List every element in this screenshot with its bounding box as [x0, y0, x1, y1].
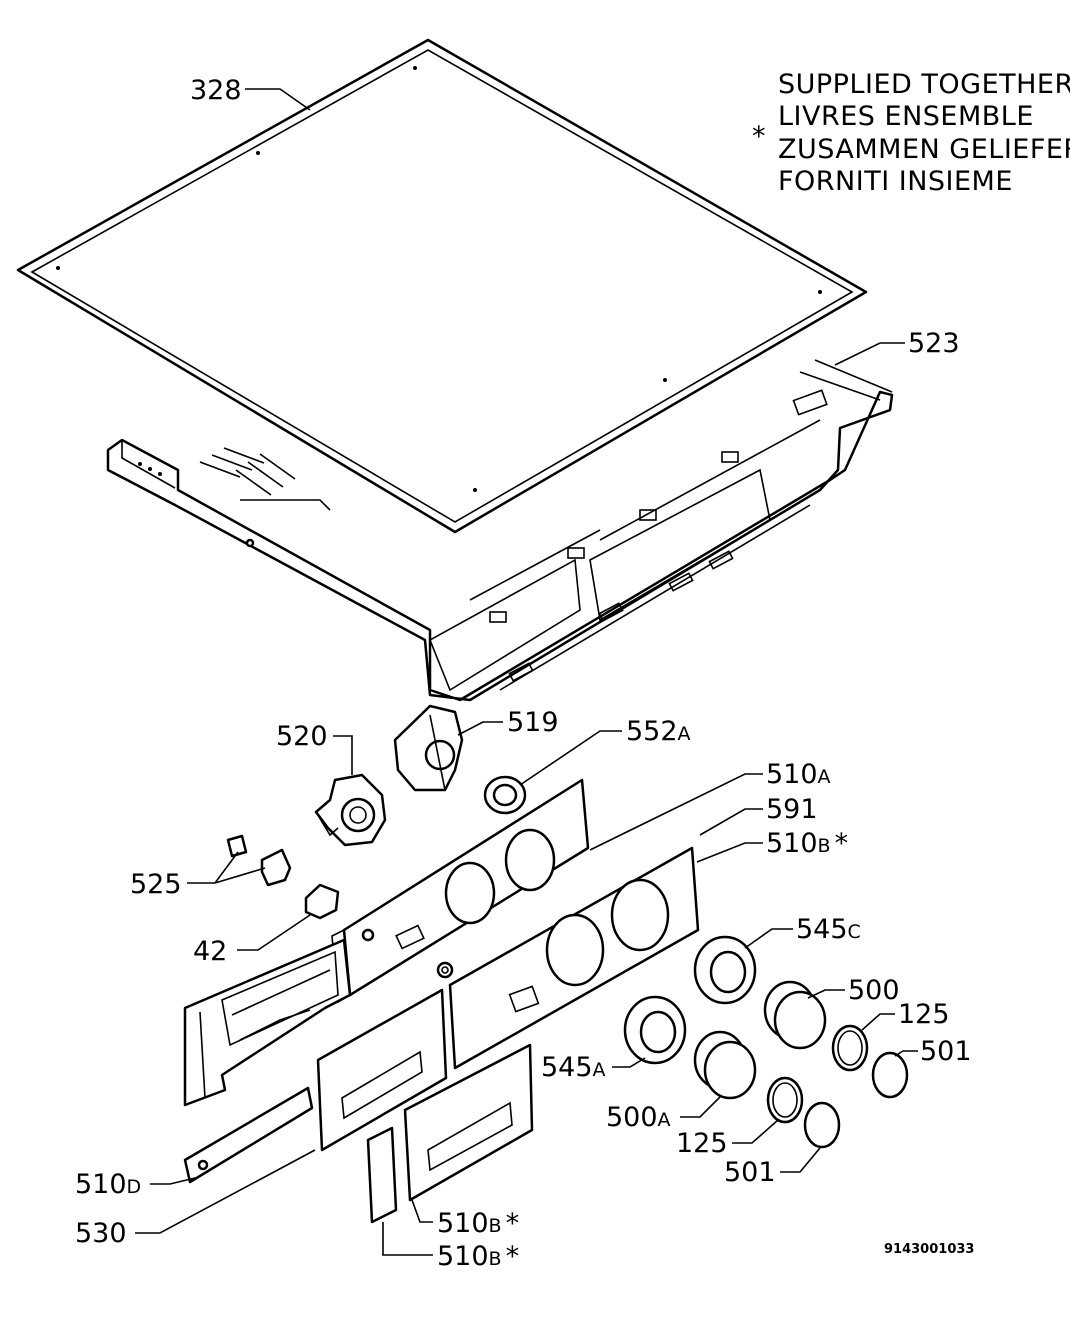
part-selector-520 — [314, 773, 387, 847]
part-labels: 328 523 520 519 552A 510A 591 510B* 525 … — [75, 75, 972, 1272]
label-510b-mid: 510B* — [437, 1208, 519, 1239]
part-bezel-housing — [183, 938, 352, 1107]
label-125-low: 125 — [676, 1128, 728, 1159]
part-knob-500a — [693, 1030, 757, 1100]
part-cap-501-low — [803, 1101, 841, 1149]
part-selector-519 — [393, 704, 464, 792]
label-42: 42 — [193, 936, 227, 967]
label-510b-top: 510B* — [766, 828, 848, 859]
note-block: * SUPPLIED TOGETHER LIVRES ENSEMBLE ZUSA… — [752, 69, 1070, 197]
label-500: 500 — [848, 975, 900, 1006]
note-line-1: SUPPLIED TOGETHER — [778, 69, 1070, 100]
label-510d: 510D — [75, 1169, 141, 1200]
part-plate-530 — [316, 988, 448, 1152]
part-strip-510d — [183, 1086, 314, 1184]
part-ring-125-low — [766, 1076, 804, 1124]
label-523: 523 — [908, 328, 960, 359]
label-510b-bot: 510B* — [437, 1241, 519, 1272]
leader-lines — [135, 88, 918, 1256]
part-control-frame — [106, 359, 894, 702]
label-500a: 500A — [606, 1102, 671, 1133]
note-line-2: LIVRES ENSEMBLE — [778, 101, 1034, 132]
part-top-lid — [16, 38, 868, 534]
label-591: 591 — [766, 794, 818, 825]
label-519: 519 — [507, 707, 559, 738]
label-552a: 552A — [626, 716, 691, 747]
part-bushing-545c — [693, 935, 757, 1005]
part-panel-591 — [436, 846, 700, 1070]
part-ring-552a — [483, 775, 527, 815]
part-knob-500 — [763, 980, 827, 1050]
label-545a: 545A — [541, 1052, 606, 1083]
part-cap-501-right — [871, 1051, 909, 1099]
label-525: 525 — [130, 869, 182, 900]
part-strip-510b — [366, 1126, 398, 1224]
note-line-3: ZUSAMMEN GELIEFERT — [778, 134, 1070, 165]
part-plate-510b — [403, 1043, 534, 1202]
label-328: 328 — [190, 75, 242, 106]
part-ring-125-right — [831, 1024, 869, 1072]
label-501-right: 501 — [920, 1036, 972, 1067]
note-line-4: FORNITI INSIEME — [778, 166, 1013, 197]
part-switch-525 — [226, 834, 292, 887]
label-501-low: 501 — [724, 1157, 776, 1188]
reference-number: 9143001033 — [884, 1242, 974, 1257]
label-520: 520 — [276, 721, 328, 752]
label-510a: 510A — [766, 759, 831, 790]
part-panel-510a — [331, 778, 590, 1004]
part-bushing-545a — [623, 995, 687, 1065]
label-125-right: 125 — [898, 999, 950, 1030]
part-lamp-42 — [304, 883, 340, 920]
label-530: 530 — [75, 1218, 127, 1249]
note-asterisk: * — [752, 121, 766, 152]
label-545c: 545C — [796, 914, 861, 945]
